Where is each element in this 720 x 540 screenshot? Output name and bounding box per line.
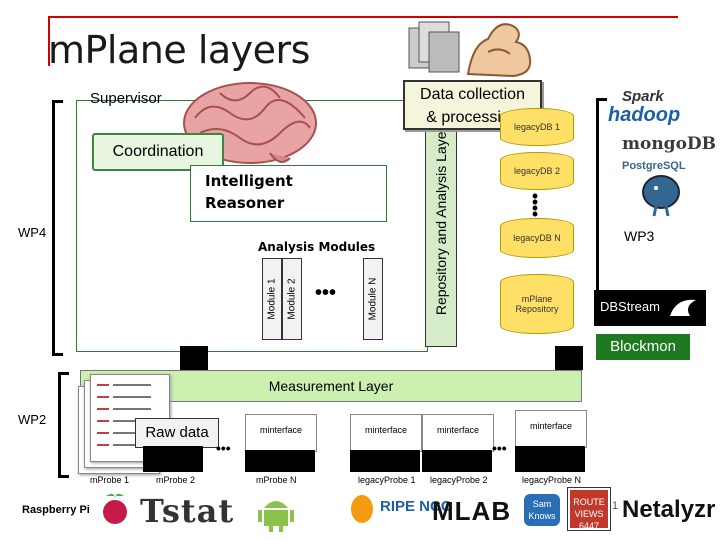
spark-logo: Spark: [622, 88, 664, 105]
module-1: Module 1: [262, 258, 282, 340]
page-title: mPlane layers: [48, 28, 310, 72]
postgresql-logo: PostgreSQL: [622, 160, 686, 172]
raw-data-box: Raw data: [135, 418, 219, 448]
repository-layer: Repository and Analysis Layer: [425, 95, 457, 347]
data-collection-box: Data collection & processing: [403, 80, 542, 130]
probe-label-3: mProbe N: [256, 475, 297, 485]
coordination-box: Coordination: [92, 133, 224, 171]
analysis-modules-label: Analysis Modules: [258, 240, 376, 254]
muscle-arm-icon: [466, 23, 532, 78]
netalyzr-logo: Netalyzr: [622, 496, 716, 523]
ripe-logo: RIPE NCC: [380, 498, 452, 515]
postgres-elephant-icon: [642, 175, 680, 217]
probe-label-1: mProbe 1: [90, 475, 130, 485]
server-stack-icon: [408, 21, 460, 73]
routeviews-logo: ROUTE VIEWS 6447: [568, 488, 610, 531]
blockmon-box: Blockmon: [596, 334, 690, 360]
probe-bar-5: [515, 446, 585, 472]
db-ellipsis: ••••: [531, 186, 539, 224]
probe-label-2: mProbe 2: [156, 475, 196, 485]
page-number: 1: [612, 500, 619, 512]
wp4-label: WP4: [18, 225, 47, 240]
wp2-bracket: [58, 372, 69, 478]
reasoner-label: Intelligent Reasoner: [205, 172, 293, 212]
probe-bar-3: [350, 450, 420, 472]
minterface-3: minterface: [422, 414, 494, 452]
module-2: Module 2: [282, 258, 302, 340]
wp3-bracket: [596, 98, 607, 304]
probe-label-6: legacyProbe N: [522, 475, 582, 485]
probe-bar-4: [422, 450, 492, 472]
connector-bar-1: [180, 346, 208, 370]
dbstream-icon: [670, 299, 696, 316]
connector-bar-2: [555, 346, 583, 370]
dbstream-box: DBStream: [594, 290, 706, 326]
raspberry-logo: Raspberry Pi: [22, 504, 90, 516]
probe-label-5: legacyProbe 2: [430, 475, 488, 485]
title-tick: [48, 16, 50, 66]
module-ellipsis: •••: [315, 282, 337, 304]
probe-bar-1: [143, 446, 203, 472]
reasoner-box: [190, 165, 387, 222]
mlab-logo: MLAB: [432, 496, 512, 526]
supervisor-label: Supervisor: [90, 90, 162, 107]
ripe-icon: [351, 495, 373, 523]
raspberry-icon: [103, 493, 127, 524]
android-icon: [258, 501, 294, 532]
module-n: Module N: [363, 258, 383, 340]
probe-bar-2: [245, 450, 315, 472]
probe-ellipsis-2: •••: [492, 440, 507, 456]
probe-label-4: legacyProbe 1: [358, 475, 416, 485]
minterface-4: minterface: [515, 410, 587, 448]
probe-ellipsis-1: •••: [216, 440, 231, 456]
minterface-1: minterface: [245, 414, 317, 452]
hadoop-logo: hadoop: [608, 104, 681, 126]
legacy-db-2: legacyDB 2: [500, 152, 574, 190]
wp2-label: WP2: [18, 412, 47, 427]
legacy-db-1: legacyDB 1: [500, 108, 574, 146]
minterface-2: minterface: [350, 414, 422, 452]
tstat-logo: Tstat: [140, 492, 235, 530]
mongodb-logo: mongoDB: [622, 134, 717, 154]
wp4-bracket: [52, 100, 63, 356]
title-rule: [48, 16, 678, 18]
legacy-db-n: legacyDB N: [500, 218, 574, 258]
samknows-logo: Sam Knows: [524, 494, 560, 526]
wp3-label: WP3: [624, 228, 655, 244]
